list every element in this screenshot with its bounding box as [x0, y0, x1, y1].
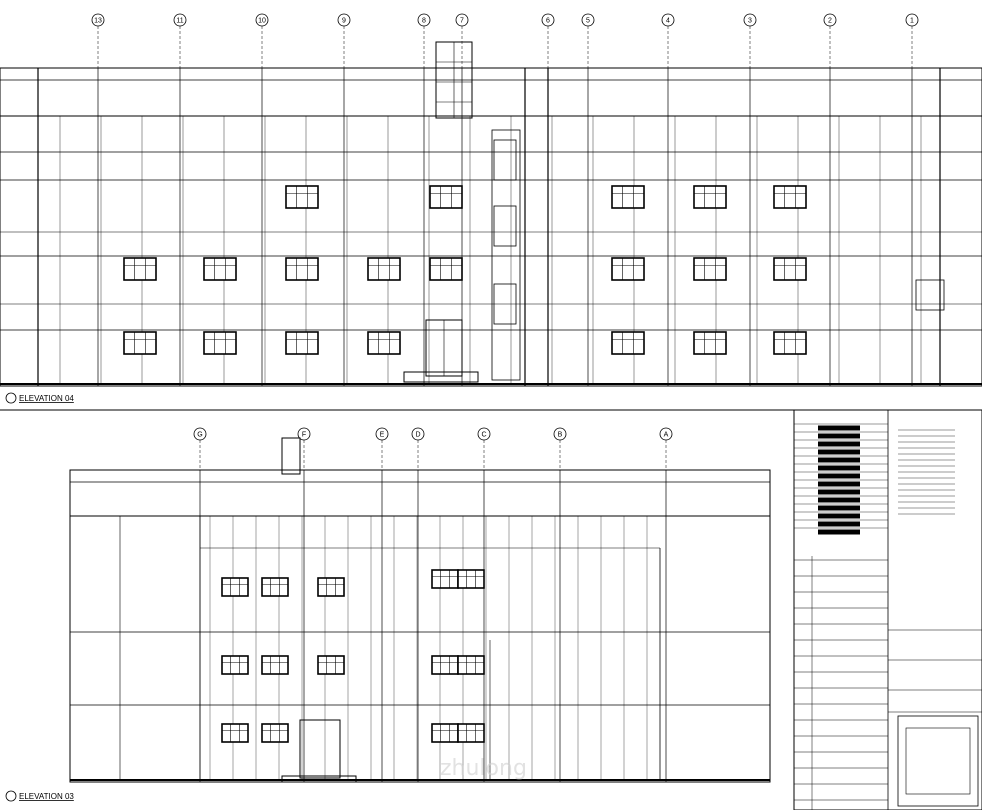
window: [693, 185, 727, 209]
window: [457, 569, 485, 589]
grid-bubble-label: 3: [748, 18, 752, 25]
window: [367, 257, 401, 281]
window: [221, 655, 249, 675]
window: [261, 577, 289, 597]
window: [431, 569, 459, 589]
grid-bubble-label: 7: [460, 18, 464, 25]
grid-bubble-label: E: [380, 432, 385, 439]
watermark: zhulong: [440, 756, 527, 781]
elevation-04-column-lines: [59, 68, 922, 386]
window: [221, 577, 249, 597]
window: [123, 331, 157, 355]
elevation-04-grid-bubbles: 13 11 10 9 8 7 6 5 4 3 2 1: [91, 13, 919, 68]
elevation-03: G F E D C B A ELEVATION 03: [5, 427, 771, 802]
roof-vent-unit: [281, 437, 301, 475]
window: [693, 331, 727, 355]
window: [611, 257, 645, 281]
window: [317, 577, 345, 597]
grid-bubble-label: 4: [666, 18, 670, 25]
window: [203, 331, 237, 355]
window: [693, 257, 727, 281]
window: [285, 185, 319, 209]
grid-bubble-label: F: [302, 432, 306, 439]
window: [367, 331, 401, 355]
elevation-03-outline: [69, 469, 771, 783]
elevation-04-title: ELEVATION 04: [19, 394, 74, 403]
grid-bubble-label: A: [664, 432, 669, 439]
grid-bubble-label: 5: [586, 18, 590, 25]
grid-bubble-label: 11: [176, 18, 183, 25]
elevation-04-outline: [0, 67, 982, 387]
elevation-03-title: ELEVATION 03: [19, 792, 74, 801]
legend-panel: [793, 409, 982, 810]
window: [317, 655, 345, 675]
window: [123, 257, 157, 281]
grid-bubble-label: 9: [342, 18, 346, 25]
window: [611, 185, 645, 209]
window: [261, 723, 289, 743]
window: [431, 723, 459, 743]
window: [285, 331, 319, 355]
stair-core: [491, 129, 521, 381]
window: [429, 185, 463, 209]
grid-bubble-label: 1: [910, 18, 914, 25]
grid-bubble-label: 6: [546, 18, 550, 25]
legend-rows: [794, 423, 982, 810]
grid-bubble-label: D: [415, 432, 420, 439]
grid-bubble-label: 13: [94, 18, 102, 25]
grid-bubble-label: 8: [422, 18, 426, 25]
window: [203, 257, 237, 281]
window: [773, 257, 807, 281]
side-entrance-door: [299, 719, 341, 779]
grid-bubble-label: 2: [828, 18, 832, 25]
window: [773, 331, 807, 355]
grid-bubble-label: B: [558, 432, 563, 439]
window: [285, 257, 319, 281]
window: [261, 655, 289, 675]
window: [773, 185, 807, 209]
window: [429, 257, 463, 281]
window: [611, 331, 645, 355]
grid-bubble-label: 10: [258, 18, 266, 25]
elevation-03-windows: [221, 569, 485, 743]
window: [457, 723, 485, 743]
window: [457, 655, 485, 675]
elevation-04: 13 11 10 9 8 7 6 5 4 3 2 1: [0, 13, 982, 404]
window: [431, 655, 459, 675]
key-plan: [897, 715, 979, 807]
elevation-04-windows: [123, 185, 807, 355]
grid-bubble-label: G: [197, 432, 202, 439]
grid-bubble-label: C: [481, 432, 486, 439]
window: [221, 723, 249, 743]
elevation-03-column-lines: [199, 470, 667, 782]
